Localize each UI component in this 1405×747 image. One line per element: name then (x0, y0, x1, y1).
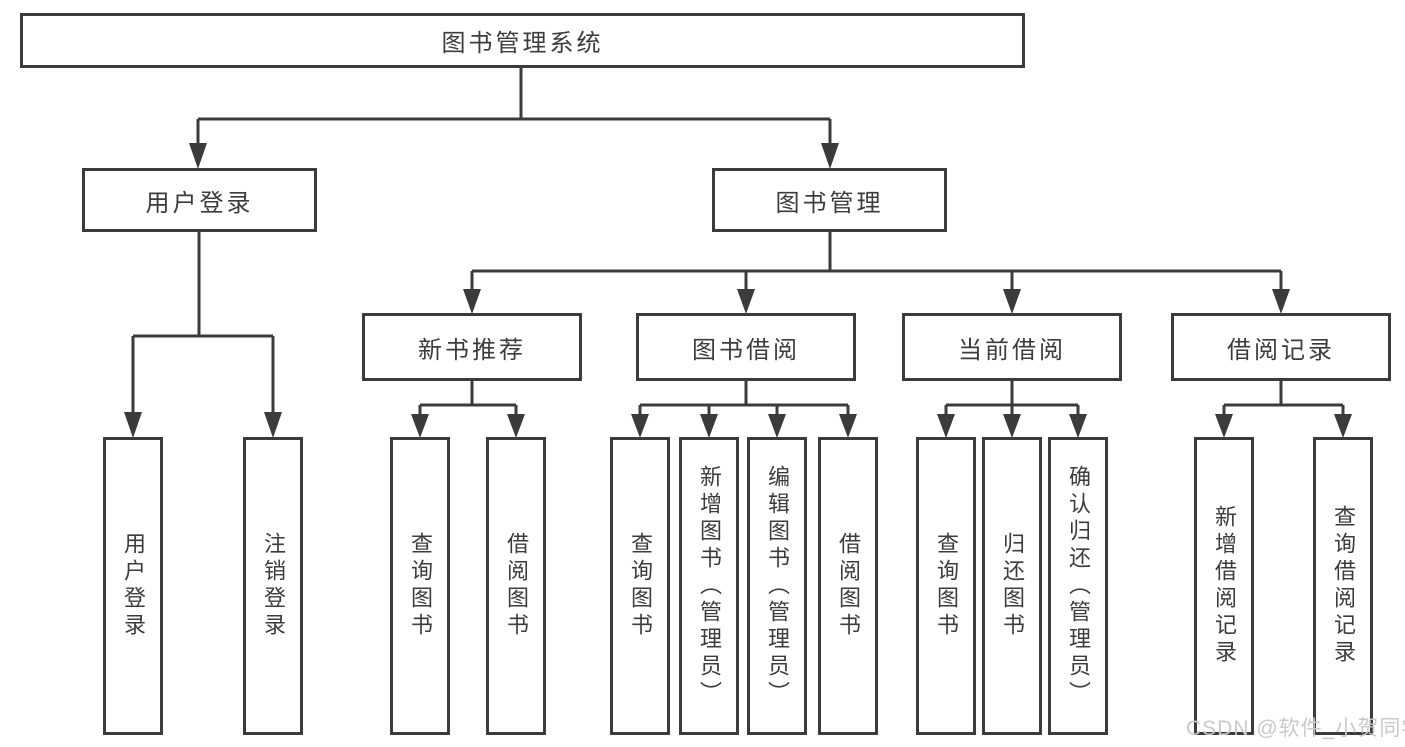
node-label: 图书管理 (775, 189, 884, 217)
leaf-label: 编辑图书（管理员） (765, 464, 790, 708)
node-label: 图书管理系统 (441, 30, 604, 57)
leaf-label: 查询图书 (408, 532, 433, 640)
leaf-label: 新增借阅记录 (1212, 505, 1237, 667)
leaf-add-borrow-record: 新增借阅记录 (1194, 437, 1254, 735)
leaf-return-books: 归还图书 (982, 437, 1042, 735)
leaf-logout: 注销登录 (243, 437, 303, 735)
node-label: 当前借阅 (958, 336, 1066, 364)
node-book-borrow: 图书借阅 (636, 313, 856, 381)
node-new-book-recommend: 新书推荐 (362, 313, 582, 381)
node-label: 用户登录 (145, 189, 254, 217)
leaf-edit-books-admin: 编辑图书（管理员） (747, 437, 807, 735)
leaf-label: 查询图书 (628, 532, 653, 640)
node-label: 新书推荐 (418, 336, 526, 364)
node-label: 借阅记录 (1227, 336, 1335, 364)
leaf-query-books: 查询图书 (916, 437, 976, 735)
node-user-login: 用户登录 (82, 168, 317, 232)
leaf-label: 查询借阅记录 (1331, 505, 1356, 667)
leaf-query-books: 查询图书 (390, 437, 450, 735)
node-borrow-records: 借阅记录 (1171, 313, 1391, 381)
leaf-confirm-return-admin: 确认归还（管理员） (1048, 437, 1108, 735)
leaf-add-books-admin: 新增图书（管理员） (679, 437, 739, 735)
node-label: 图书借阅 (692, 336, 800, 364)
node-book-management: 图书管理 (712, 168, 947, 232)
leaf-label: 借阅图书 (504, 532, 529, 640)
leaf-borrow-books: 借阅图书 (818, 437, 878, 735)
leaf-label: 查询图书 (934, 532, 959, 640)
leaf-label: 借阅图书 (836, 532, 861, 640)
node-current-borrow: 当前借阅 (902, 313, 1122, 381)
leaf-label: 确认归还（管理员） (1066, 464, 1091, 708)
node-library-management-system: 图书管理系统 (20, 13, 1025, 68)
leaf-user-login: 用户登录 (103, 437, 163, 735)
leaf-query-books: 查询图书 (610, 437, 670, 735)
leaf-label: 用户登录 (121, 532, 146, 640)
leaf-label: 注销登录 (261, 532, 286, 640)
csdn-watermark: CSDN @软件_小贺同学 (1186, 717, 1405, 740)
leaf-label: 归还图书 (1000, 532, 1025, 640)
leaf-query-borrow-record: 查询借阅记录 (1313, 437, 1373, 735)
leaf-label: 新增图书（管理员） (697, 464, 722, 708)
leaf-borrow-books: 借阅图书 (486, 437, 546, 735)
